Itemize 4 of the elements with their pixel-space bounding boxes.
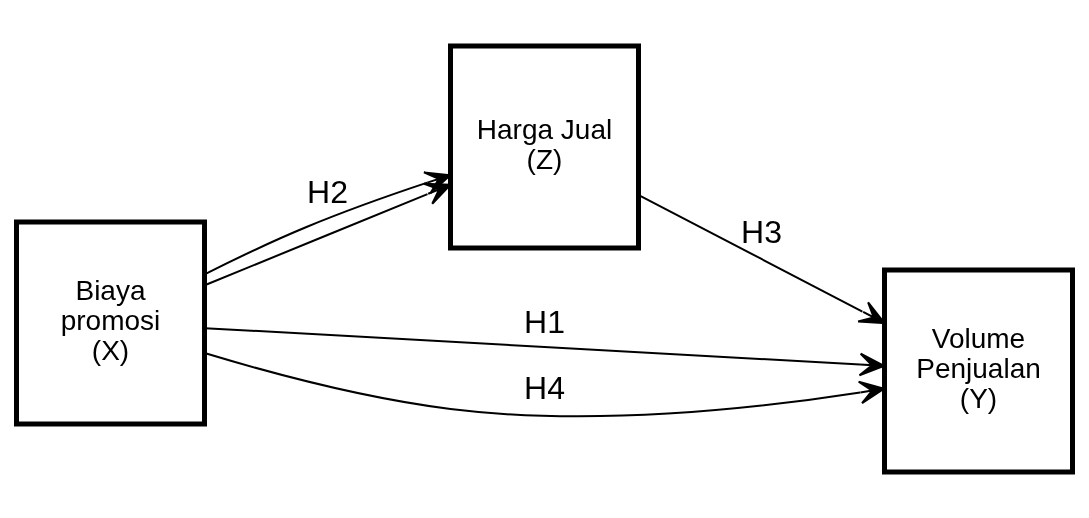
edge-label: H3	[741, 213, 782, 250]
edge-label: H1	[524, 303, 565, 340]
edge-label: H2	[307, 173, 348, 210]
edge-label: H4	[524, 369, 565, 406]
